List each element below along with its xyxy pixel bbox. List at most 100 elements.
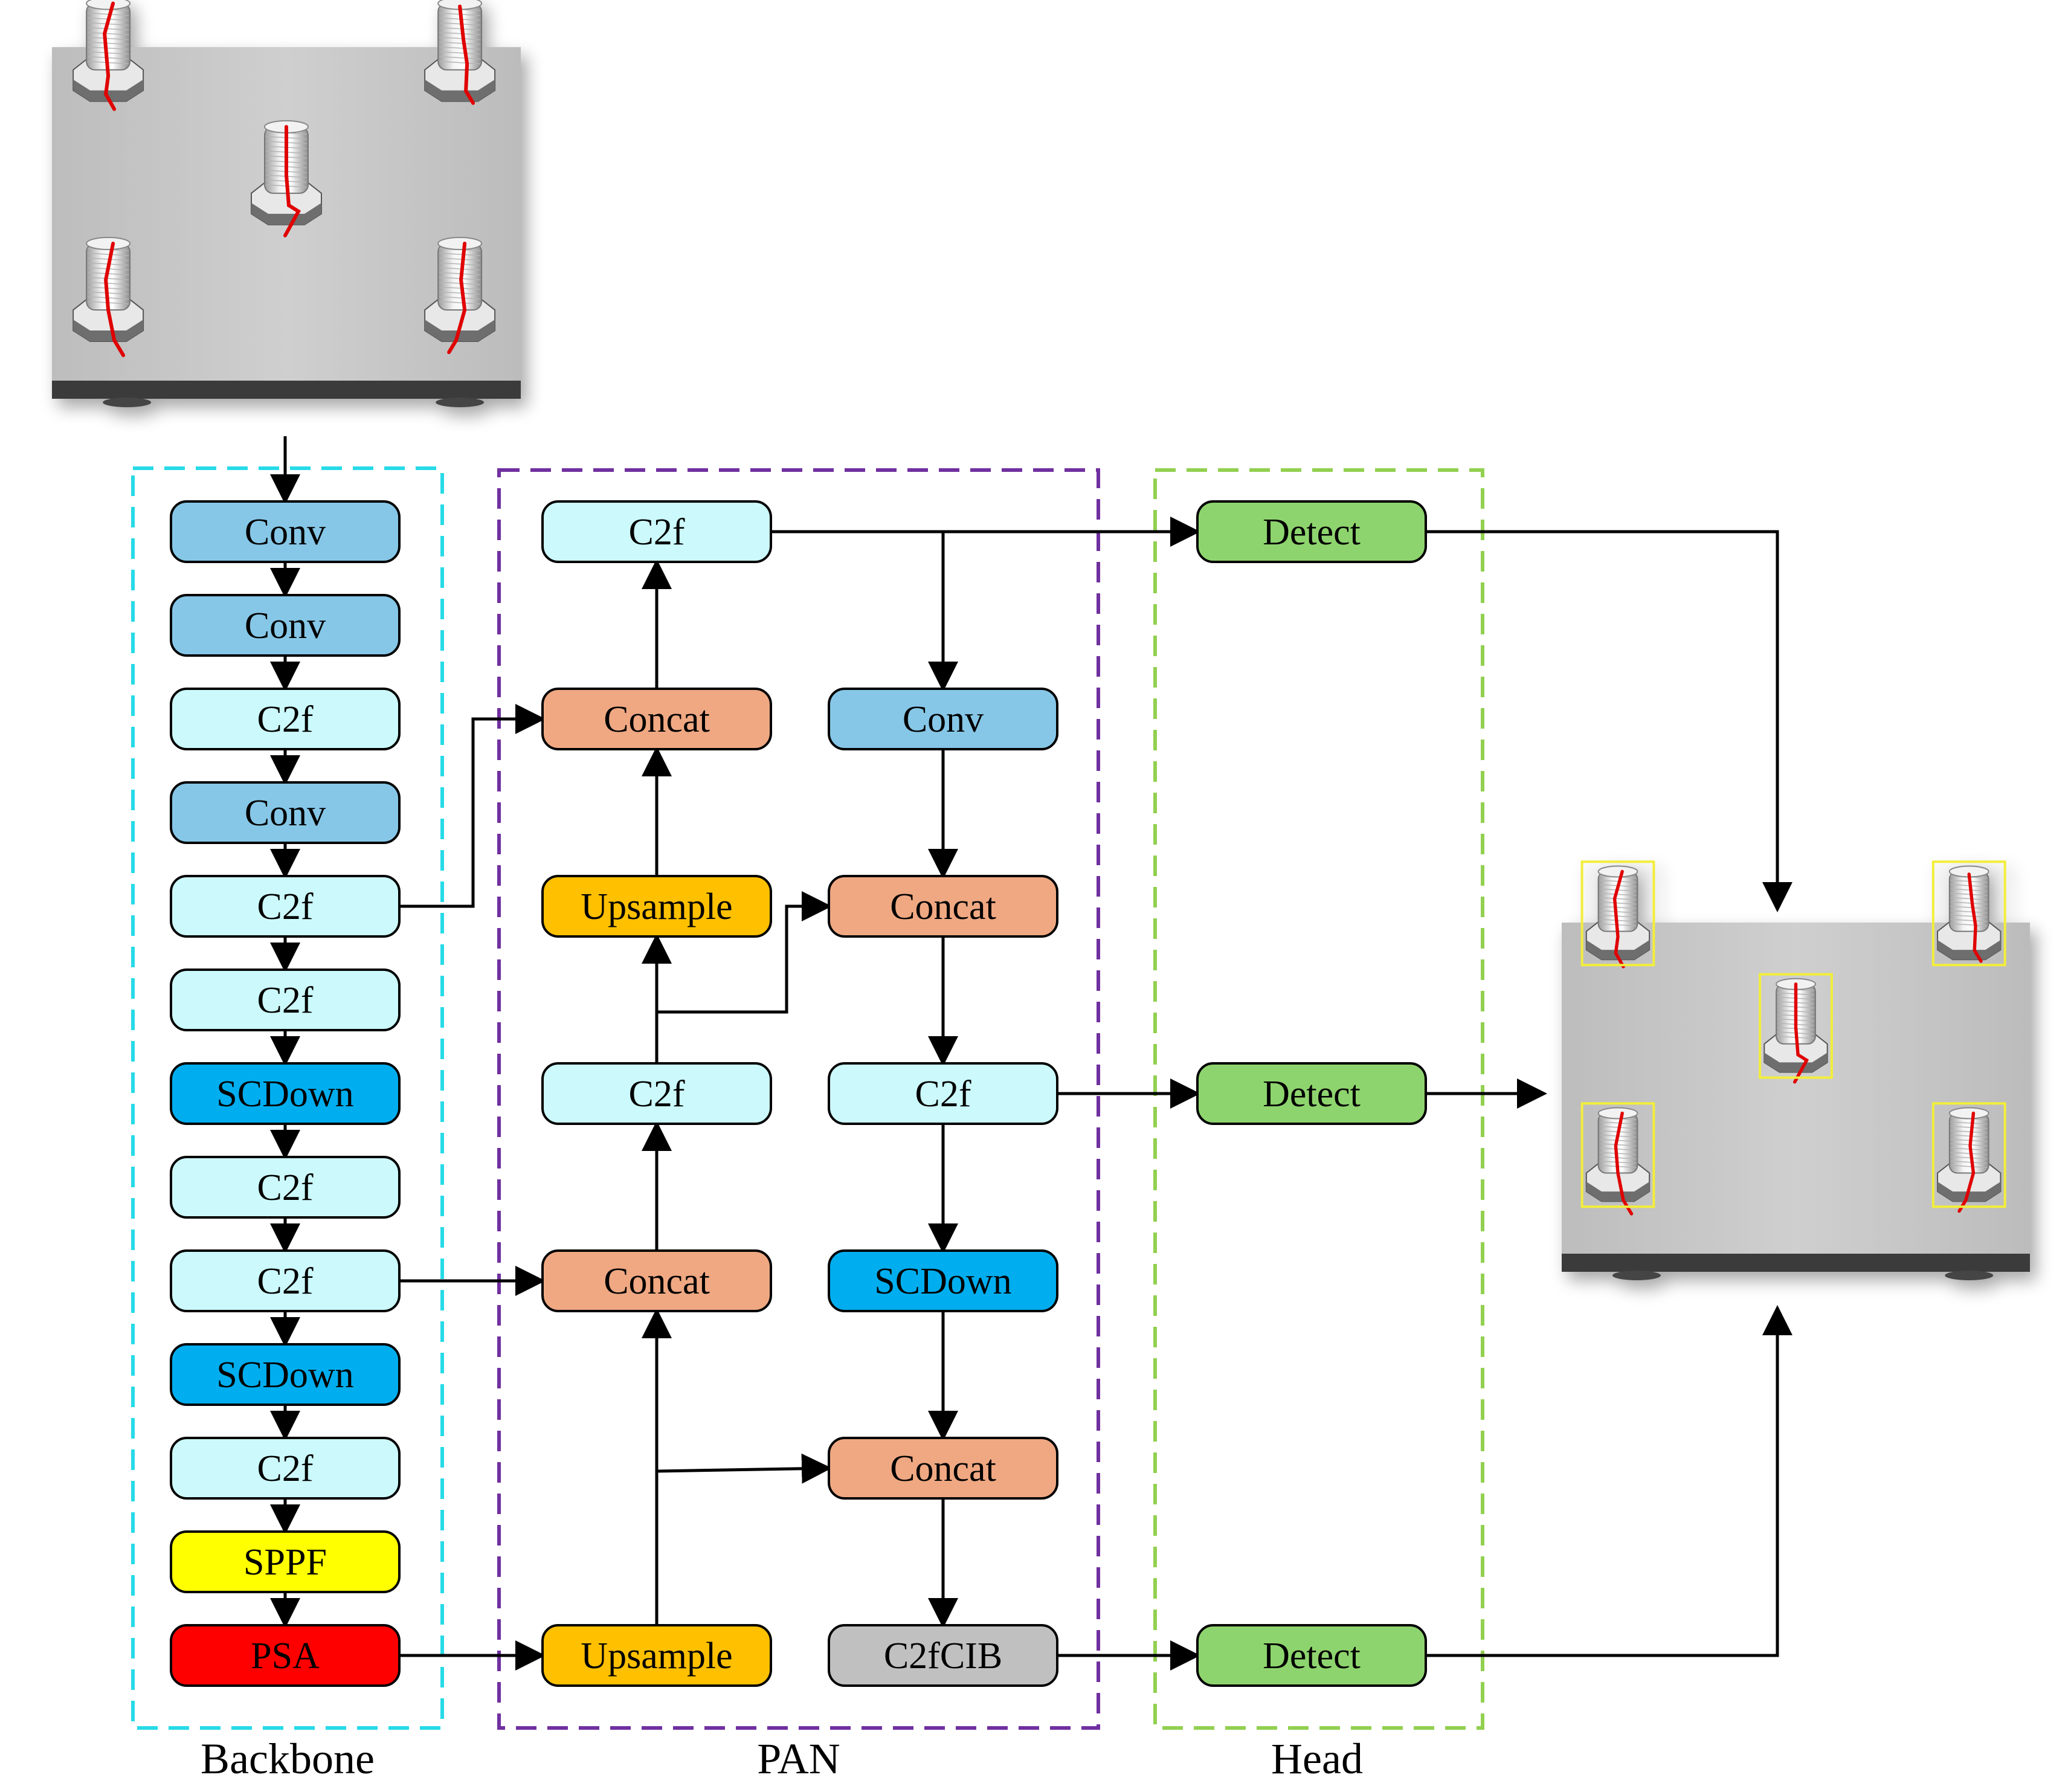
crack-mark bbox=[458, 4, 475, 105]
node-label: Detect bbox=[1263, 1636, 1361, 1677]
node-p6-upsample: Upsample bbox=[541, 1624, 772, 1687]
node-box bbox=[170, 594, 401, 657]
crack-mark bbox=[1967, 872, 1983, 963]
node-b7-scdown: SCDown bbox=[170, 1062, 401, 1125]
node-q2-concat: Concat bbox=[828, 875, 1058, 938]
node-p5-concat: Concat bbox=[541, 1249, 772, 1312]
node-b3-c2f: C2f bbox=[170, 688, 401, 750]
node-box bbox=[828, 875, 1058, 938]
node-label: Upsample bbox=[581, 886, 732, 927]
bolt-icon bbox=[1580, 860, 1655, 969]
node-box bbox=[170, 875, 401, 938]
node-label: C2f bbox=[257, 699, 314, 740]
pan-label: PAN bbox=[757, 1735, 840, 1783]
node-label: Conv bbox=[903, 699, 984, 740]
node-label: SCDown bbox=[874, 1261, 1011, 1302]
node-p3-upsample: Upsample bbox=[541, 875, 772, 938]
detection-box bbox=[1580, 860, 1655, 967]
node-d1-detect: Detect bbox=[1196, 500, 1427, 563]
node-box bbox=[541, 500, 772, 563]
crack-mark bbox=[283, 124, 301, 237]
bolt-icon bbox=[424, 0, 496, 105]
plate-surface bbox=[1562, 923, 2030, 1254]
crack-mark bbox=[1957, 1111, 1976, 1213]
detect-top-to-output bbox=[1426, 530, 1792, 912]
backbone-label: Backbone bbox=[201, 1735, 375, 1783]
crack-mark bbox=[1792, 982, 1809, 1084]
node-b12-sppf: SPPF bbox=[170, 1530, 401, 1593]
pan-group-box bbox=[497, 468, 1100, 1730]
detection-box bbox=[1759, 973, 1833, 1079]
node-q4-scdown: SCDown bbox=[828, 1249, 1058, 1312]
node-b9-c2f: C2f bbox=[170, 1249, 401, 1312]
node-label: Upsample bbox=[581, 1636, 732, 1677]
node-label: Conv bbox=[245, 793, 326, 834]
b5-to-concat bbox=[399, 704, 546, 908]
node-box bbox=[170, 1249, 401, 1312]
node-label: C2f bbox=[629, 1074, 685, 1115]
node-box bbox=[170, 688, 401, 750]
node-box bbox=[541, 875, 772, 938]
node-q1-conv: Conv bbox=[828, 688, 1058, 750]
node-p2-concat: Concat bbox=[541, 688, 772, 750]
crack-mark bbox=[103, 1, 117, 111]
node-b4-conv: Conv bbox=[170, 781, 401, 844]
bolt-icon bbox=[424, 237, 496, 355]
node-label: Detect bbox=[1263, 512, 1361, 553]
node-label: C2f bbox=[257, 886, 314, 927]
plate-edge bbox=[1562, 1254, 2030, 1272]
node-box bbox=[541, 1062, 772, 1125]
node-label: PSA bbox=[251, 1636, 320, 1677]
crack-mark bbox=[1612, 869, 1625, 969]
node-label: C2f bbox=[629, 512, 685, 553]
node-d2-detect: Detect bbox=[1196, 1062, 1427, 1125]
bolt-icon bbox=[72, 0, 144, 111]
node-box bbox=[170, 781, 401, 844]
nodes: ConvConvC2fConvC2fC2fSCDownC2fC2fSCDownC… bbox=[170, 500, 1427, 1687]
node-label: C2f bbox=[915, 1074, 971, 1115]
node-box bbox=[170, 1156, 401, 1219]
node-label: C2f bbox=[257, 1167, 314, 1208]
group-boxes bbox=[131, 466, 1484, 1730]
bolt-icon bbox=[1931, 860, 2006, 967]
detection-box bbox=[1931, 860, 2006, 967]
node-b8-c2f: C2f bbox=[170, 1156, 401, 1219]
node-box bbox=[828, 1624, 1058, 1687]
node-box bbox=[1196, 500, 1427, 563]
detect-bottom-to-output bbox=[1426, 1305, 1792, 1657]
node-d3-detect: Detect bbox=[1196, 1624, 1427, 1687]
node-box bbox=[170, 969, 401, 1031]
head-label: Head bbox=[1271, 1735, 1363, 1783]
node-label: Conv bbox=[245, 512, 326, 553]
node-box bbox=[541, 1624, 772, 1687]
node-box bbox=[541, 688, 772, 750]
node-q5-concat: Concat bbox=[828, 1437, 1058, 1500]
node-box bbox=[828, 1437, 1058, 1500]
node-label: Conv bbox=[245, 605, 326, 646]
node-label: C2f bbox=[257, 1261, 314, 1302]
output-plate-image bbox=[1562, 860, 2030, 1280]
plate-edge bbox=[52, 381, 521, 399]
node-b10-scdown: SCDown bbox=[170, 1343, 401, 1406]
connectors bbox=[270, 436, 1792, 1671]
node-box bbox=[170, 1343, 401, 1406]
node-label: C2f bbox=[257, 1448, 314, 1489]
head-group-box bbox=[1153, 468, 1484, 1730]
bolt-icon bbox=[251, 120, 322, 237]
node-box bbox=[828, 1249, 1058, 1312]
bolt-icon bbox=[1580, 1102, 1655, 1216]
bolt-icon bbox=[1931, 1102, 2006, 1213]
branch-to-concat-lower bbox=[656, 1453, 832, 1484]
node-box bbox=[828, 688, 1058, 750]
node-box bbox=[170, 1437, 401, 1500]
crack-mark bbox=[104, 242, 126, 358]
node-label: Concat bbox=[604, 699, 710, 740]
node-label: C2fCIB bbox=[884, 1636, 1002, 1677]
node-box bbox=[170, 1062, 401, 1125]
crack-mark bbox=[1614, 1111, 1634, 1216]
node-p1-c2f: C2f bbox=[541, 500, 772, 563]
c2f-to-conv bbox=[771, 530, 958, 692]
node-b1-conv: Conv bbox=[170, 500, 401, 563]
